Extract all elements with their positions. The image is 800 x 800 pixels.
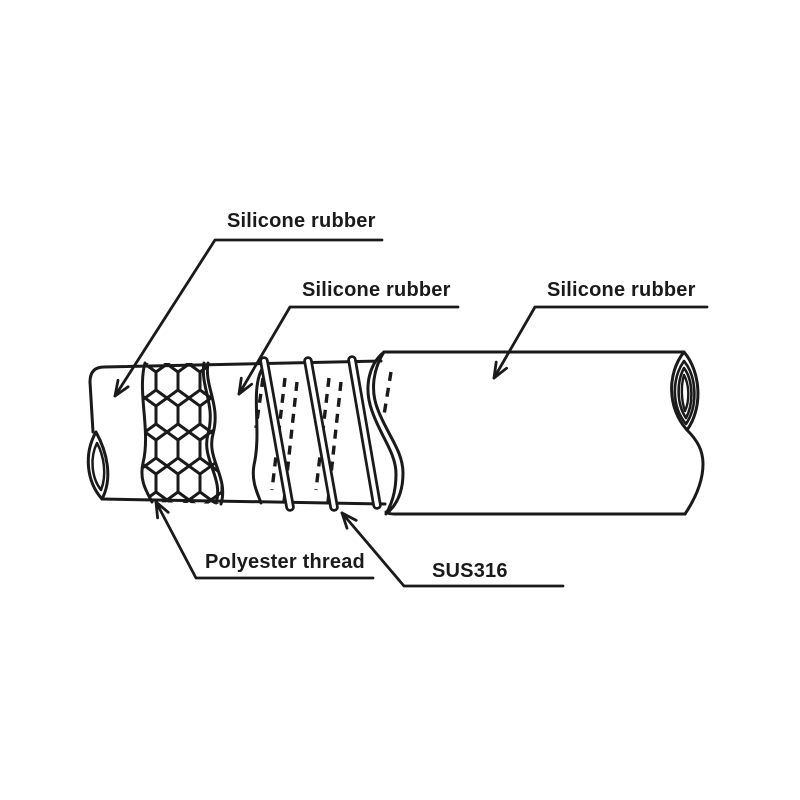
outer-tube-end-opening-ring2	[673, 359, 696, 426]
leader-silicone-inner	[113, 238, 384, 398]
middle-tube-and-wire	[251, 355, 393, 512]
sus316-wire-front	[259, 355, 382, 512]
label-polyester-thread: Polyester thread	[205, 551, 365, 573]
outer-tube-cut-edge-left	[366, 350, 405, 516]
arrowhead-polyester-thread	[154, 500, 170, 520]
braid-right-cut-edge	[201, 361, 220, 505]
leader-silicone-outer	[492, 305, 709, 380]
arrowhead-sus316	[340, 511, 358, 530]
label-silicone-rubber-middle: Silicone rubber	[302, 279, 451, 301]
callout-lines	[113, 238, 709, 588]
leader-polyester-thread	[154, 500, 375, 580]
label-silicone-rubber-inner: Silicone rubber	[227, 210, 376, 232]
arrowhead-silicone-outer	[492, 360, 509, 380]
inner-tube-end-opening-inner	[91, 441, 106, 492]
leader-sus316	[340, 511, 565, 588]
label-silicone-rubber-outer: Silicone rubber	[547, 279, 696, 301]
tube-top-edge	[88, 359, 383, 384]
label-sus316: SUS316	[432, 560, 508, 582]
arrowhead-silicone-middle	[237, 376, 254, 396]
outer-tube	[366, 350, 705, 516]
braid-left-cut-edge	[140, 361, 154, 504]
leader-silicone-middle	[237, 305, 460, 396]
tube-left-edge	[88, 380, 95, 434]
braid-mesh	[140, 361, 225, 506]
tube-bottom-edge	[100, 497, 387, 506]
middle-tube-cut-edge	[251, 367, 264, 505]
outer-tube-end-opening-ring4	[680, 373, 690, 413]
outer-tube-bottom-edge	[384, 510, 687, 516]
braid-right-cut-edge-outer	[205, 361, 225, 506]
outer-tube-right-contour	[683, 428, 705, 516]
outer-tube-end-opening-ring3	[677, 366, 693, 420]
arrowhead-silicone-inner	[113, 378, 130, 398]
